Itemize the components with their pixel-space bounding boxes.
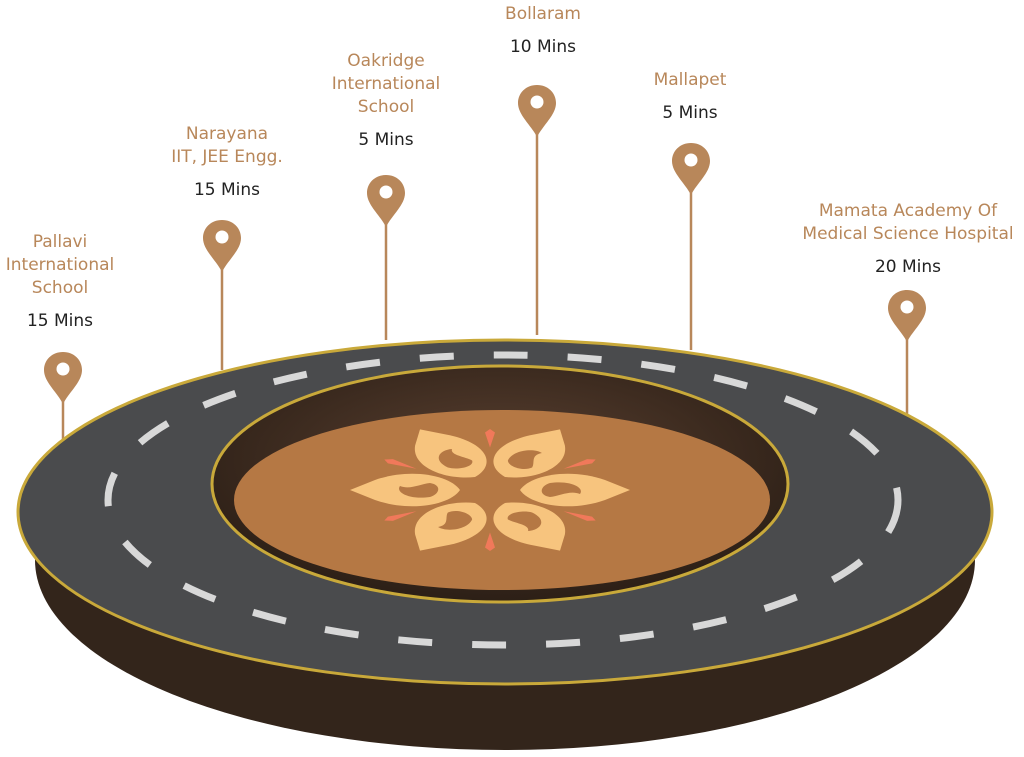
logo-petal: [485, 502, 565, 551]
road-dashes: [104, 351, 902, 649]
logo-petal: [415, 429, 495, 478]
pin-mallapet: [672, 143, 710, 350]
logo-petal: [520, 473, 630, 521]
brand-logo: [350, 429, 630, 551]
logo-petal: [493, 429, 596, 478]
logo-petal: [384, 502, 487, 551]
time-bollaram: 10 Mins: [509, 37, 577, 57]
label-mallapet: Mallapet 5 Mins: [653, 70, 727, 123]
time-oakridge: 5 Mins: [358, 130, 414, 150]
time-mallapet: 5 Mins: [662, 103, 718, 123]
logo-spark: [384, 511, 417, 521]
logo-spark: [384, 459, 417, 469]
time-pallavi: 15 Mins: [26, 311, 94, 331]
pin-mamata: [888, 290, 926, 425]
label-bollaram: Bollaram 10 Mins: [505, 4, 581, 57]
logo-spark: [563, 459, 596, 469]
logo-spark: [563, 511, 596, 521]
time-narayana: 15 Mins: [193, 180, 261, 200]
pin-oakridge: [367, 175, 405, 340]
pins: [44, 85, 926, 450]
pin-bollaram: [518, 85, 556, 335]
pin-narayana: [203, 220, 241, 370]
time-mamata: 20 Mins: [874, 257, 942, 277]
logo-spark: [485, 532, 495, 551]
logo-spark: [485, 429, 495, 448]
logo-petal: [350, 459, 460, 507]
center-disc: [234, 410, 770, 590]
